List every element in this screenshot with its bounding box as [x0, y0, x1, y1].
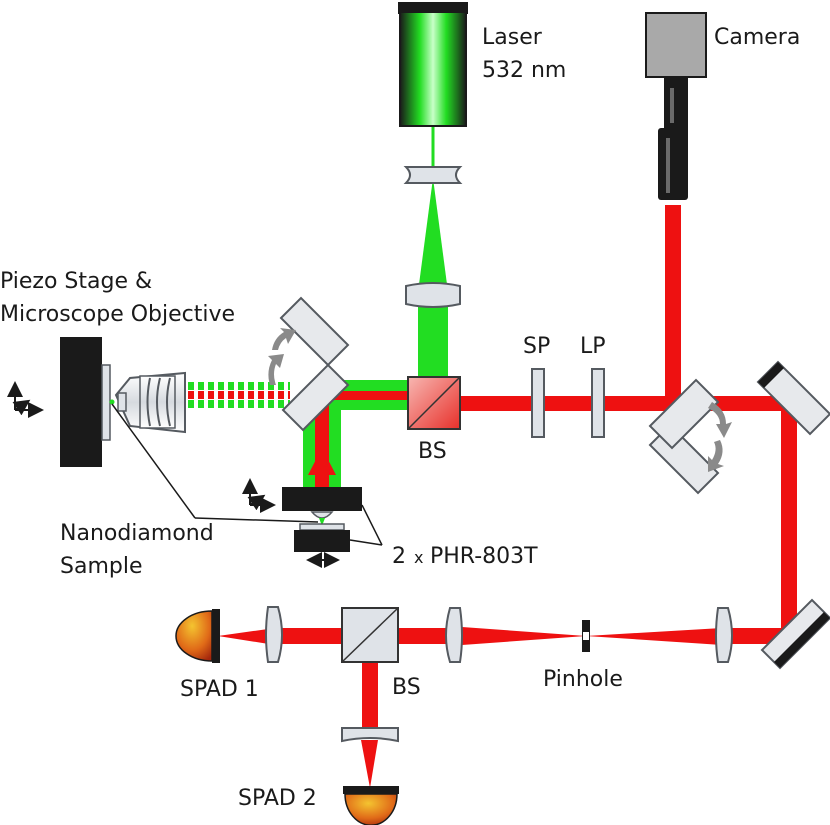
phr-upper-lens	[310, 511, 334, 519]
beam-splitter-cube-bottom	[341, 607, 399, 663]
mirror-top-right	[756, 360, 830, 436]
camera-label: Camera	[714, 25, 800, 50]
lens-pinhole-right	[715, 607, 733, 663]
spad2-label: SPAD 2	[238, 786, 317, 811]
piezo-label-line1: Piezo Stage &	[0, 269, 152, 294]
red-beam-bs-lens	[398, 628, 456, 644]
red-beam-to-spad1	[218, 628, 275, 645]
axes-icon-phr	[242, 478, 276, 513]
long-pass-filter	[591, 368, 605, 438]
laser-label-line2: 532 nm	[482, 58, 566, 83]
mirror-bottom-right	[760, 598, 830, 670]
dichroic-mirror	[281, 363, 350, 432]
red-beam-from-pinhole	[462, 627, 586, 645]
phr-upper-beam	[319, 518, 325, 526]
green-beam-cone	[418, 178, 448, 292]
red-beam-bs-lens1	[280, 628, 342, 644]
flip-arrows-right	[708, 402, 732, 472]
lp-label: LP	[580, 334, 606, 359]
lens-spad2	[341, 727, 399, 743]
red-beam-arrow	[308, 448, 336, 475]
flip-arrows-left	[268, 328, 296, 385]
lens-pinhole-left	[445, 607, 463, 663]
spad1-label: SPAD 1	[180, 677, 259, 702]
flip-mirror-left-ghost	[279, 296, 350, 367]
nanodiamond-label-line1: Nanodiamond	[60, 521, 214, 546]
red-beam-bs-down	[362, 662, 378, 727]
red-beam-to-pinhole-right	[586, 628, 722, 645]
red-beam-to-spad2	[361, 740, 378, 788]
bs-top-label: BS	[418, 439, 447, 464]
phr-count: 2	[392, 544, 406, 569]
laser-532	[398, 2, 468, 127]
flip-mirror-right	[648, 378, 720, 450]
dashed-beams	[188, 382, 290, 408]
phr-model: PHR-803T	[430, 544, 538, 569]
convex-lens-top	[405, 282, 461, 308]
spad2-detector	[343, 786, 399, 825]
phr-module-upper	[282, 487, 362, 511]
camera	[645, 12, 707, 200]
red-beam-right-vertical	[781, 400, 797, 635]
piezo-stage	[60, 337, 111, 467]
spad1-detector	[175, 609, 220, 663]
red-beam-horizontal-inner	[325, 391, 420, 400]
lens-spad1	[265, 606, 283, 663]
bs-bottom-label: BS	[392, 675, 421, 700]
concave-lens-top	[403, 166, 463, 184]
phr-module-lower	[294, 530, 350, 552]
red-beam-to-camera	[665, 205, 681, 405]
phr-times: x	[414, 548, 423, 567]
phr-sample-slide	[299, 523, 345, 531]
sp-label: SP	[523, 334, 550, 359]
microscope-objective	[114, 371, 186, 434]
laser-label-line1: Laser	[482, 25, 543, 50]
piezo-label-line2: Microscope Objective	[0, 302, 235, 327]
red-beam-to-filters	[460, 396, 800, 411]
axes-icon-stage	[7, 381, 44, 418]
pinhole-label: Pinhole	[543, 667, 623, 692]
short-pass-filter	[531, 368, 545, 438]
nanodiamond-label-line2: Sample	[60, 554, 143, 579]
sample-spot	[109, 399, 115, 405]
pinhole-aperture	[583, 632, 589, 640]
leader-lines	[111, 403, 383, 546]
beam-splitter-cube-top	[407, 376, 461, 430]
green-beam-collimated	[418, 300, 448, 382]
